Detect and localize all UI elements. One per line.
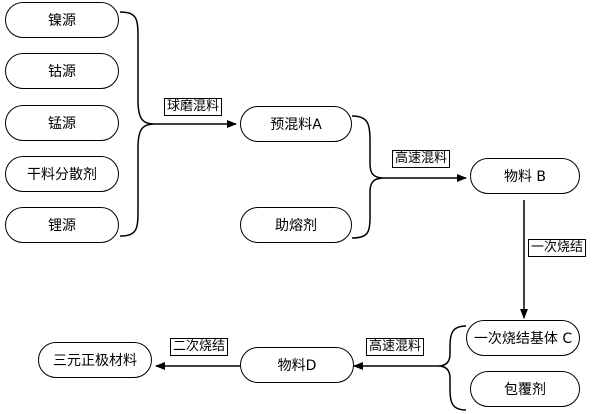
node-dry-dispersant-label: 干料分散剂: [27, 167, 97, 183]
label-high-speed-mixing-1: 高速混料: [392, 150, 451, 168]
label-ball-mill-mixing: 球磨混料: [164, 98, 223, 116]
node-lithium-source: 锂源: [5, 207, 119, 243]
node-cobalt-source-label: 钴源: [48, 64, 76, 80]
brace-premix-flux: [351, 115, 385, 239]
node-flux-agent: 助熔剂: [240, 207, 352, 243]
node-coating-agent-label: 包覆剂: [504, 382, 546, 398]
label-high-speed-mixing-2: 高速混料: [366, 338, 425, 356]
node-nickel-source: 镍源: [5, 2, 119, 38]
node-coating-agent: 包覆剂: [470, 371, 580, 407]
node-manganese-source-label: 锰源: [48, 116, 76, 132]
node-premix-a: 预混料A: [240, 106, 352, 142]
node-premix-a-label: 预混料A: [270, 117, 322, 133]
label-primary-sintering: 一次烧结: [528, 239, 587, 257]
node-material-d-label: 物料D: [277, 358, 317, 374]
node-nickel-source-label: 镍源: [48, 13, 76, 29]
node-manganese-source: 锰源: [5, 105, 119, 141]
label-secondary-sintering: 二次烧结: [170, 338, 229, 356]
node-dry-dispersant: 干料分散剂: [5, 156, 119, 192]
node-ternary-cathode-label: 三元正极材料: [53, 353, 137, 369]
node-material-b: 物料 B: [470, 158, 580, 194]
node-cobalt-source: 钴源: [5, 53, 119, 89]
node-material-b-label: 物料 B: [503, 169, 547, 185]
brace-raw-materials: [119, 11, 155, 237]
node-material-d: 物料D: [240, 347, 354, 383]
node-primary-sintered-base-c: 一次烧结基体 C: [466, 320, 580, 356]
node-flux-agent-label: 助熔剂: [275, 218, 317, 234]
node-ternary-cathode: 三元正极材料: [38, 342, 152, 378]
node-lithium-source-label: 锂源: [48, 218, 76, 234]
brace-base-coating: [437, 325, 467, 411]
node-primary-sintered-base-c-label: 一次烧结基体 C: [473, 331, 573, 347]
